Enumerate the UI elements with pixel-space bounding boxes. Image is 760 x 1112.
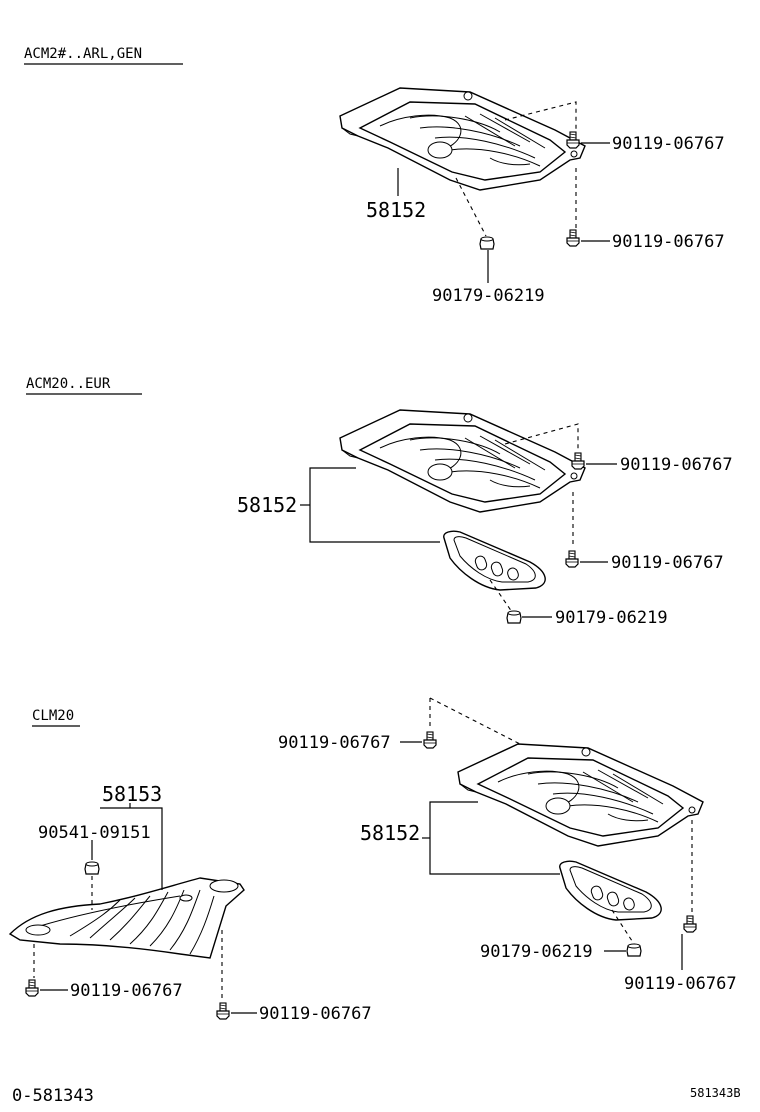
part-number-bolt-lower: 90119-06767 <box>612 232 725 252</box>
part-number-bolt-upper: 90119-06767 <box>612 134 725 154</box>
leader-dashed <box>455 177 487 237</box>
bolt-icon <box>565 550 579 568</box>
section-acm2-arl-gen: ACM2#..ARL,GEN 90119-06767 90119-06767 9… <box>24 46 725 306</box>
clip-icon <box>84 861 100 875</box>
heat-insulator-plate <box>559 860 662 921</box>
section-clm20: CLM20 58153 <box>8 697 737 1024</box>
part-number-shield: 58152 <box>237 493 297 517</box>
footer-left-code: 0-581343 <box>12 1086 94 1106</box>
part-number-nut: 90179-06219 <box>555 608 668 628</box>
bolt-icon <box>216 1002 230 1020</box>
engine-under-cover <box>8 877 245 959</box>
bolt-icon <box>571 452 585 470</box>
left-assembly: 58153 90541-09151 90119-06767 90119-0676… <box>8 782 372 1024</box>
part-number-bolt-lower: 90119-06767 <box>611 553 724 573</box>
part-number-shield: 58153 <box>102 782 162 806</box>
under-cover-shield <box>339 87 586 191</box>
leader-dashed <box>611 909 635 945</box>
part-number-shield: 58152 <box>360 821 420 845</box>
nut-icon <box>479 236 495 250</box>
heat-insulator-plate <box>443 530 546 591</box>
nut-icon <box>626 943 642 957</box>
footer-right-code: 581343B <box>690 1086 741 1100</box>
part-number-bolt-lower: 90119-06767 <box>624 974 737 994</box>
section-heading: ACM20..EUR <box>26 376 111 392</box>
part-number-nut: 90179-06219 <box>480 942 593 962</box>
leader-dashed <box>489 579 513 613</box>
part-number-bolt-upper: 90119-06767 <box>278 733 391 753</box>
bolt-icon <box>25 979 39 997</box>
right-assembly: 90119-06767 58152 90179-06219 90119-0676… <box>278 697 737 994</box>
part-number-clip: 90541-09151 <box>38 823 151 843</box>
section-acm20-eur: ACM20..EUR 90119-06767 90119-06767 90179… <box>26 376 733 628</box>
nut-icon <box>506 610 522 624</box>
under-cover-shield <box>339 409 586 513</box>
bolt-icon <box>566 131 580 149</box>
bracket-leader <box>100 807 163 890</box>
bolt-icon <box>683 915 697 933</box>
under-cover-shield <box>457 743 704 847</box>
part-number-bolt-left: 90119-06767 <box>70 981 183 1001</box>
leader-dashed <box>504 101 577 130</box>
leader-dashed <box>504 423 579 452</box>
section-heading: CLM20 <box>32 708 74 724</box>
part-number-bolt-right: 90119-06767 <box>259 1004 372 1024</box>
leader-dashed <box>429 697 521 745</box>
bolt-icon <box>566 229 580 247</box>
bolt-icon <box>423 731 437 749</box>
part-number-bolt-upper: 90119-06767 <box>620 455 733 475</box>
part-number-nut: 90179-06219 <box>432 286 545 306</box>
part-number-shield: 58152 <box>366 198 426 222</box>
section-heading: ACM2#..ARL,GEN <box>24 46 142 62</box>
